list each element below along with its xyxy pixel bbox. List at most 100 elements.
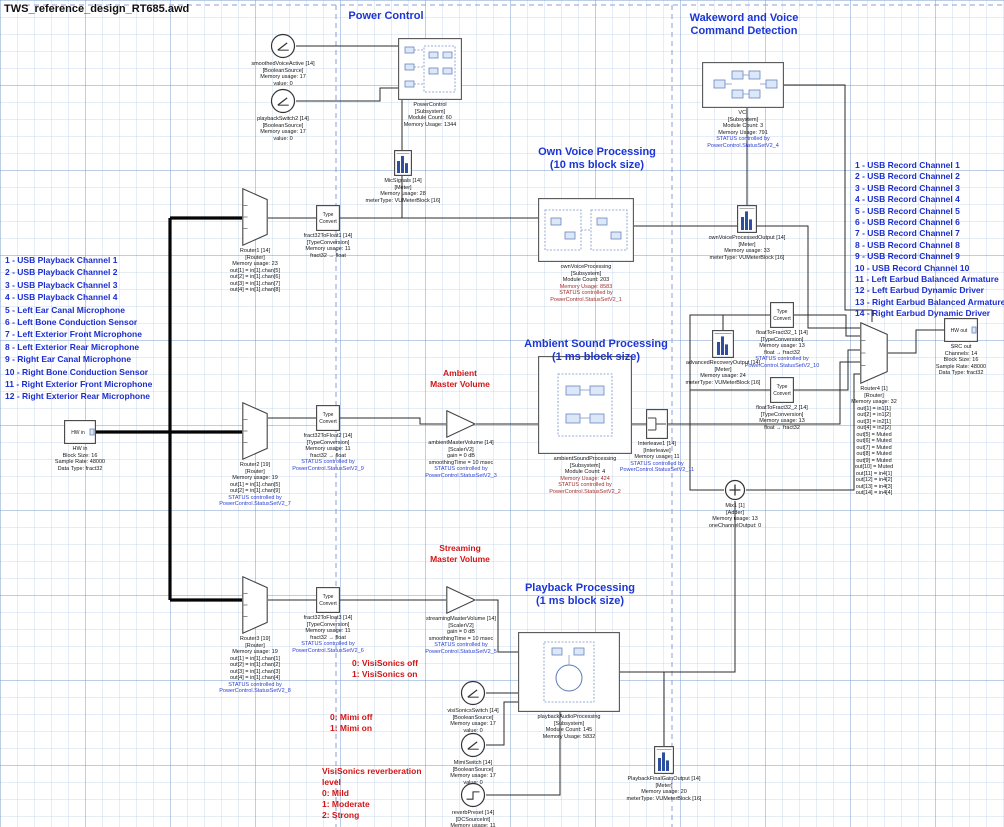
channel-list-item: 6 - Left Bone Conduction Sensor	[5, 317, 138, 328]
router-icon	[860, 322, 888, 384]
channel-list-item: 5 - USB Record Channel 5	[855, 205, 960, 216]
module-label-line: float → fract32	[764, 424, 800, 431]
module-label-line: Module Count: 145	[545, 727, 593, 733]
module-label-line: PowerControl.StatusSetV2_6	[292, 647, 364, 654]
router3-module[interactable]	[242, 576, 268, 634]
note-line: 2: Strong	[322, 810, 360, 820]
module-label-line: STATUS controlled by	[755, 356, 809, 362]
section-line: Own Voice Processing	[538, 146, 656, 158]
module-label-line: PowerControl	[413, 102, 447, 108]
playback-final-meter-module[interactable]	[654, 746, 674, 774]
note-line: 0: Mimi off	[330, 712, 373, 722]
channel-list-item: 5 - Left Ear Canal Microphone	[5, 304, 125, 315]
module-label-line: Memory usage: 17	[450, 721, 496, 727]
smoothed-voice-switch-module[interactable]	[270, 33, 296, 59]
module-label-line: Memory usage: 17	[260, 74, 306, 80]
module-label-line: ambientSoundProcessing	[553, 456, 617, 462]
playback-processing-module[interactable]	[518, 632, 620, 712]
router1-module[interactable]	[242, 188, 268, 246]
module-label-line: [BooleanSource]	[452, 714, 494, 721]
mimi-switch-module[interactable]	[460, 732, 486, 758]
wire	[486, 701, 518, 746]
ambient-output-meter-module[interactable]	[712, 330, 734, 358]
mic-signals-meter-module[interactable]	[394, 150, 412, 176]
channel-list-item: 9 - USB Record Channel 9	[855, 251, 960, 262]
channel-list-item: 7 - USB Record Channel 7	[855, 228, 960, 239]
type-convert-text: Type	[323, 594, 334, 600]
streaming-master-volume-module[interactable]	[446, 586, 476, 614]
hw-out-module[interactable]: HW out	[944, 318, 978, 342]
module-label-line: [Subsystem]	[414, 108, 446, 115]
module-label-line: ownVoiceProcessedOutput [14]	[708, 235, 786, 241]
module-label-line: Memory usage: 17	[260, 129, 306, 135]
module-label-line: meterType: VUMeterBlock [16]	[685, 379, 761, 386]
vci-module[interactable]	[702, 62, 784, 108]
boolean-source-icon	[270, 88, 296, 114]
typeconvert1-label: fract32ToFloat1 [14][TypeConversion]Memo…	[268, 233, 388, 259]
router4-module[interactable]	[860, 322, 888, 384]
module-label-line: out[2] = in[1].chan[2]	[230, 662, 280, 668]
module-label-line: Module Count: 4	[564, 469, 606, 475]
module-label-line: [Subsystem]	[727, 116, 759, 123]
note-line: level	[322, 777, 341, 787]
mix1-module[interactable]	[724, 479, 746, 501]
hw-in-module[interactable]: HW in	[64, 420, 96, 444]
wire	[620, 501, 736, 673]
module-label-line: PowerControl.StatusSetV2_2	[549, 488, 621, 495]
module-label-line: MicSignals [14]	[384, 178, 422, 184]
typeconvert4-label: floatToFract32_2 [14][TypeConversion]Mem…	[722, 405, 842, 431]
channel-list-item: 2 - USB Record Channel 2	[855, 171, 960, 182]
module-label-line: smoothingTime = 10 msec	[428, 459, 494, 466]
module-label-line: [Router]	[245, 642, 265, 649]
channel-list-item: 1 - USB Record Channel 1	[855, 160, 960, 170]
wire	[689, 314, 770, 424]
router2-module[interactable]	[242, 402, 268, 460]
interleave1-module[interactable]	[646, 409, 668, 439]
channel-list-item: 11 - Right Exterior Front Microphone	[5, 379, 153, 390]
channel-list-item: 8 - USB Record Channel 8	[855, 239, 960, 250]
section-line: (1 ms block size)	[551, 351, 641, 363]
module-label-line: Block Size: 16	[62, 452, 98, 459]
ambient-master-volume-module[interactable]	[446, 410, 476, 438]
own-voice-meter-module[interactable]	[737, 205, 757, 233]
module-label-line: playbackSwitch2 [14]	[257, 116, 309, 122]
playback-switch2-module[interactable]	[270, 88, 296, 114]
power-control-module[interactable]	[398, 38, 462, 100]
channel-list-item: 4 - USB Playback Channel 4	[5, 292, 118, 303]
visisonics-switch-module[interactable]	[460, 680, 486, 706]
reverb-preset-module[interactable]	[460, 782, 486, 808]
scaler-icon	[446, 586, 476, 614]
meter-icon	[654, 746, 674, 774]
channel-list-item: 9 - Right Ear Canal Microphone	[5, 354, 132, 365]
module-label-line: [Interleave]	[643, 447, 671, 454]
module-label-line: smoothingTime = 10 msec	[428, 635, 494, 642]
module-label-line: PowerControl.StatusSetV2_11	[619, 467, 695, 473]
subsystem-icon	[518, 632, 620, 712]
reverb-preset-label: reverbPreset [14][DCSourceInt]Memory usa…	[413, 810, 533, 827]
module-label-line: value: 0	[463, 727, 483, 734]
typeconvert5-label: fract32ToFloat3 [14][TypeConversion]Memo…	[268, 615, 388, 654]
module-label-line: out[9] = Muted	[856, 457, 892, 464]
module-label-line: PowerControl.StatusSetV2_7	[219, 501, 291, 507]
module-label-line: out[10] = Muted	[854, 464, 894, 470]
module-label-line: smoothedVoiceActive [14]	[251, 61, 315, 67]
note-line: 1: Mimi on	[330, 723, 373, 733]
module-label-line: gain = 0 dB	[447, 629, 475, 635]
module-label-line: Sample Rate: 48000	[935, 363, 987, 370]
module-label-line: VCI	[738, 110, 748, 116]
module-label-line: gain = 0 dB	[447, 453, 475, 459]
ambient-sound-processing-module[interactable]	[538, 356, 632, 454]
channel-list-item: 4 - USB Record Channel 4	[855, 194, 960, 205]
own-voice-processing-module[interactable]	[538, 198, 634, 262]
